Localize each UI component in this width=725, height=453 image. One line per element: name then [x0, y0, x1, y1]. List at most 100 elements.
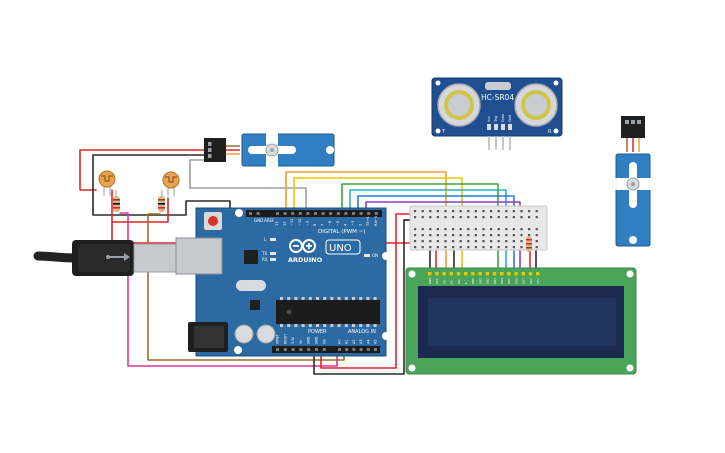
transmit-mark: T	[441, 129, 446, 135]
analog-header-label: ANALOG IN	[348, 329, 376, 335]
digital-pin-label: 13	[275, 221, 279, 226]
lcd-pin-5[interactable]	[464, 272, 468, 276]
digital-pin-7[interactable]	[329, 212, 333, 215]
digital-pin-4[interactable]	[306, 212, 310, 215]
digital-pin-label: RX←0	[374, 215, 378, 226]
lcd-screen	[428, 298, 616, 346]
servo-motor-top[interactable]	[204, 128, 335, 172]
rx-label: RX	[262, 257, 268, 262]
tx-label: TX	[261, 251, 267, 256]
lcd-pin-2[interactable]	[442, 272, 446, 276]
sensor-pin-1[interactable]	[494, 124, 498, 130]
lcd-pin-9[interactable]	[492, 272, 497, 276]
digital-pin-11[interactable]	[359, 212, 363, 215]
lcd-pin-1[interactable]	[435, 272, 439, 276]
lcd-pin-14[interactable]	[528, 272, 533, 276]
lcd-pin-label: V0	[442, 280, 446, 284]
lcd-pin-11[interactable]	[507, 272, 511, 276]
digital-pin-0[interactable]	[276, 212, 279, 215]
digital-pin-9[interactable]	[344, 212, 348, 215]
lcd-pin-0[interactable]	[428, 272, 432, 276]
digital-pin-5[interactable]	[314, 212, 317, 215]
header-pin[interactable]	[256, 212, 260, 215]
digital-pin-label: TX→1	[366, 216, 370, 227]
header-pin[interactable]	[249, 212, 252, 215]
power-pin-5[interactable]	[315, 348, 318, 351]
sensor-pin-3[interactable]	[508, 124, 512, 130]
power-pin-3[interactable]	[299, 348, 303, 351]
sensor-pin-label: Echo	[501, 114, 505, 122]
analog-pin-label: A3	[359, 340, 363, 344]
wire-magenta-ldr[interactable]	[119, 212, 338, 367]
analog-pin-3[interactable]	[359, 348, 363, 351]
lcd-pin-12[interactable]	[514, 272, 518, 276]
wire-brown-ldr[interactable]	[147, 213, 345, 361]
digital-pin-label: ~6	[328, 220, 332, 226]
digital-pin-10[interactable]	[352, 212, 355, 215]
resistor-2[interactable]	[158, 190, 165, 212]
resistor-1[interactable]	[113, 190, 120, 212]
photoresistor-2[interactable]	[162, 171, 180, 196]
digital-pin-8[interactable]	[336, 212, 340, 215]
analog-pin-4[interactable]	[366, 348, 370, 351]
analog-pin-2[interactable]	[352, 348, 356, 351]
lcd-pin-7[interactable]	[478, 272, 482, 276]
lcd-pin-3[interactable]	[449, 272, 453, 276]
lcd-pin-label: GND	[428, 278, 432, 284]
digital-pin-label: 7	[321, 224, 325, 226]
digital-pin-2[interactable]	[291, 212, 295, 215]
power-header	[272, 346, 334, 353]
wire-red-ldr[interactable]	[111, 189, 169, 223]
digital-pin-13[interactable]	[374, 212, 378, 215]
power-pin-6[interactable]	[322, 348, 326, 351]
lcd-pin-label: LED	[536, 279, 540, 284]
digital-pin-1[interactable]	[283, 212, 287, 215]
mounting-hole	[235, 209, 243, 217]
analog-pin-0[interactable]	[338, 348, 341, 351]
mounting-hole	[234, 346, 242, 354]
analog-pin-label: A2	[352, 340, 356, 344]
lcd-pin-6[interactable]	[471, 272, 475, 276]
mini-breadboard[interactable]	[409, 205, 548, 252]
sensor-pin-0[interactable]	[487, 124, 491, 130]
photoresistor-1[interactable]	[98, 170, 116, 196]
power-header-label: POWER	[308, 329, 327, 335]
digital-pin-6[interactable]	[321, 212, 325, 215]
lcd-pin-8[interactable]	[485, 272, 489, 276]
lcd-pin-15[interactable]	[536, 272, 540, 276]
power-pin-label: RESET	[283, 334, 287, 344]
power-pin-0[interactable]	[276, 348, 279, 351]
wire-gray-servo-left[interactable]	[189, 159, 307, 211]
analog-pin-5[interactable]	[374, 348, 377, 351]
lcd-pin-13[interactable]	[521, 272, 525, 276]
digital-pin-label: ~5	[336, 221, 340, 226]
sensor-pin-2[interactable]	[501, 124, 505, 130]
lcd-pin-4[interactable]	[456, 272, 461, 276]
lcd-pin-label: DB5	[507, 278, 511, 284]
analog-pin-1[interactable]	[345, 348, 349, 351]
digital-pin-3[interactable]	[298, 212, 302, 215]
lcd-pin-10[interactable]	[500, 272, 504, 276]
reset-button[interactable]	[208, 216, 218, 226]
digital-pin-12[interactable]	[367, 212, 371, 215]
wire-black-top-left[interactable]	[92, 154, 231, 216]
usb-cable[interactable]	[33, 240, 179, 276]
wire-red-top-left[interactable]	[79, 149, 205, 191]
digital-pin-label: ~9	[305, 220, 309, 226]
lcd-pin-label: DB1	[478, 278, 482, 284]
aref-label: AREF	[264, 218, 275, 223]
power-pin-label: GND	[307, 336, 311, 344]
sensor-pin-label: Trig	[494, 116, 498, 123]
power-pin-1[interactable]	[283, 348, 287, 351]
power-pin-2[interactable]	[291, 348, 295, 351]
arduino-logo	[289, 239, 316, 253]
wire-orange[interactable]	[285, 171, 447, 227]
crystal	[236, 280, 266, 291]
digital-pin-label: ~3	[351, 221, 355, 226]
power-pin-4[interactable]	[307, 348, 311, 351]
servo-motor-right[interactable]	[611, 116, 655, 247]
